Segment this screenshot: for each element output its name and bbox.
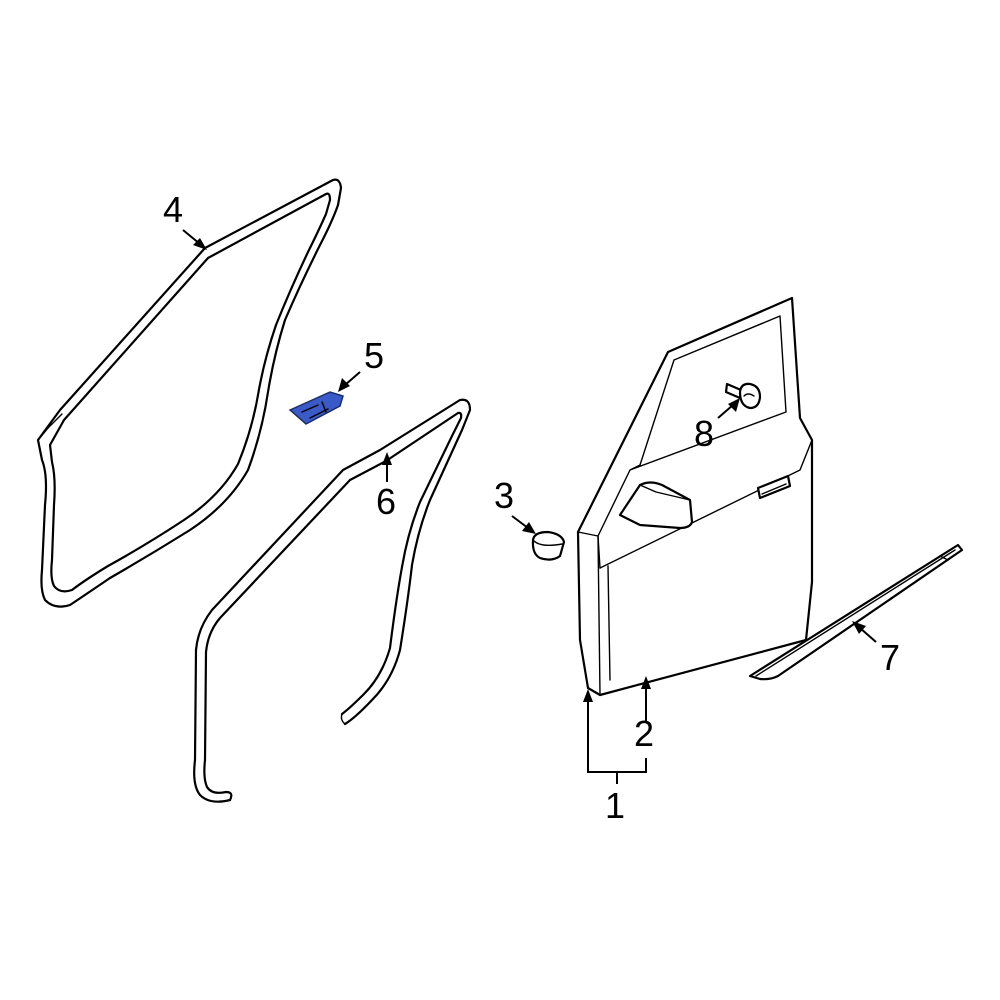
body-weatherstrip[interactable] <box>36 178 343 608</box>
callout-3: 3 <box>494 475 514 516</box>
door-weatherstrip[interactable] <box>193 398 472 803</box>
callout-7: 7 <box>880 637 900 678</box>
callout-1: 1 <box>605 785 625 826</box>
door-stopper[interactable] <box>531 530 566 561</box>
belt-molding[interactable] <box>748 543 964 681</box>
callout-2: 2 <box>634 713 654 754</box>
callout-4: 4 <box>163 189 183 230</box>
callout-5: 5 <box>364 335 384 376</box>
clip-highlight <box>288 391 344 425</box>
leader-lines <box>182 229 877 784</box>
clip-part[interactable] <box>288 391 344 425</box>
callout-6: 6 <box>376 481 396 522</box>
door-shell[interactable] <box>576 296 814 697</box>
callout-8: 8 <box>694 413 714 454</box>
bolt[interactable] <box>724 382 762 410</box>
